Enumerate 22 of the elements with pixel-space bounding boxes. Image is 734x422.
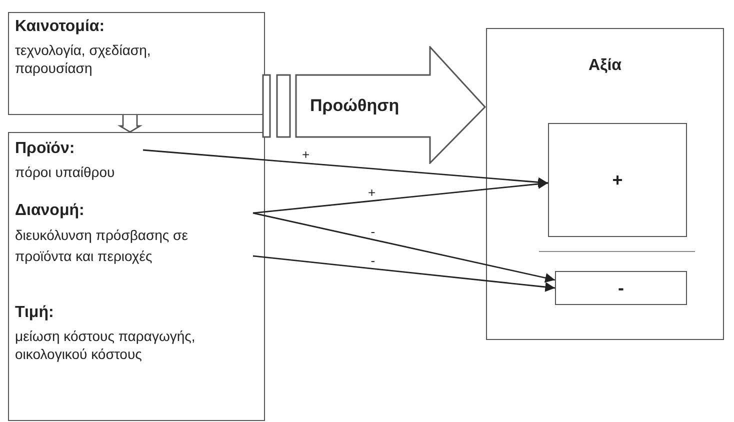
description: πόροι υπαίθρου bbox=[15, 163, 115, 181]
description: τεχνολογία, σχεδίαση, παρουσίαση bbox=[15, 41, 152, 77]
text-box bbox=[8, 12, 265, 115]
heading: Διανομή: bbox=[15, 201, 84, 221]
value-box bbox=[486, 28, 724, 340]
description: διευκόλυνση πρόσβασης σε προϊόντα και περιοχές bbox=[15, 226, 189, 266]
description: μείωση κόστους παραγωγής, οικολογικού κόστους bbox=[15, 327, 196, 363]
heading: Τιμή: bbox=[15, 303, 54, 323]
value-box bbox=[548, 123, 687, 237]
arrow bbox=[252, 255, 556, 292]
outline-box bbox=[8, 132, 265, 421]
heading: Καινοτομία: bbox=[15, 17, 105, 37]
sign-label: + bbox=[612, 170, 623, 190]
value-box bbox=[555, 271, 687, 305]
arrow bbox=[142, 149, 548, 188]
sign-label: - bbox=[618, 278, 624, 298]
heading: Προϊόν: bbox=[15, 139, 75, 159]
arrow bbox=[252, 212, 556, 283]
arrow-label: Προώθηση bbox=[310, 96, 400, 116]
block-arrow bbox=[117, 114, 143, 133]
arrow bbox=[252, 179, 548, 214]
heading: Αξία bbox=[588, 57, 622, 75]
